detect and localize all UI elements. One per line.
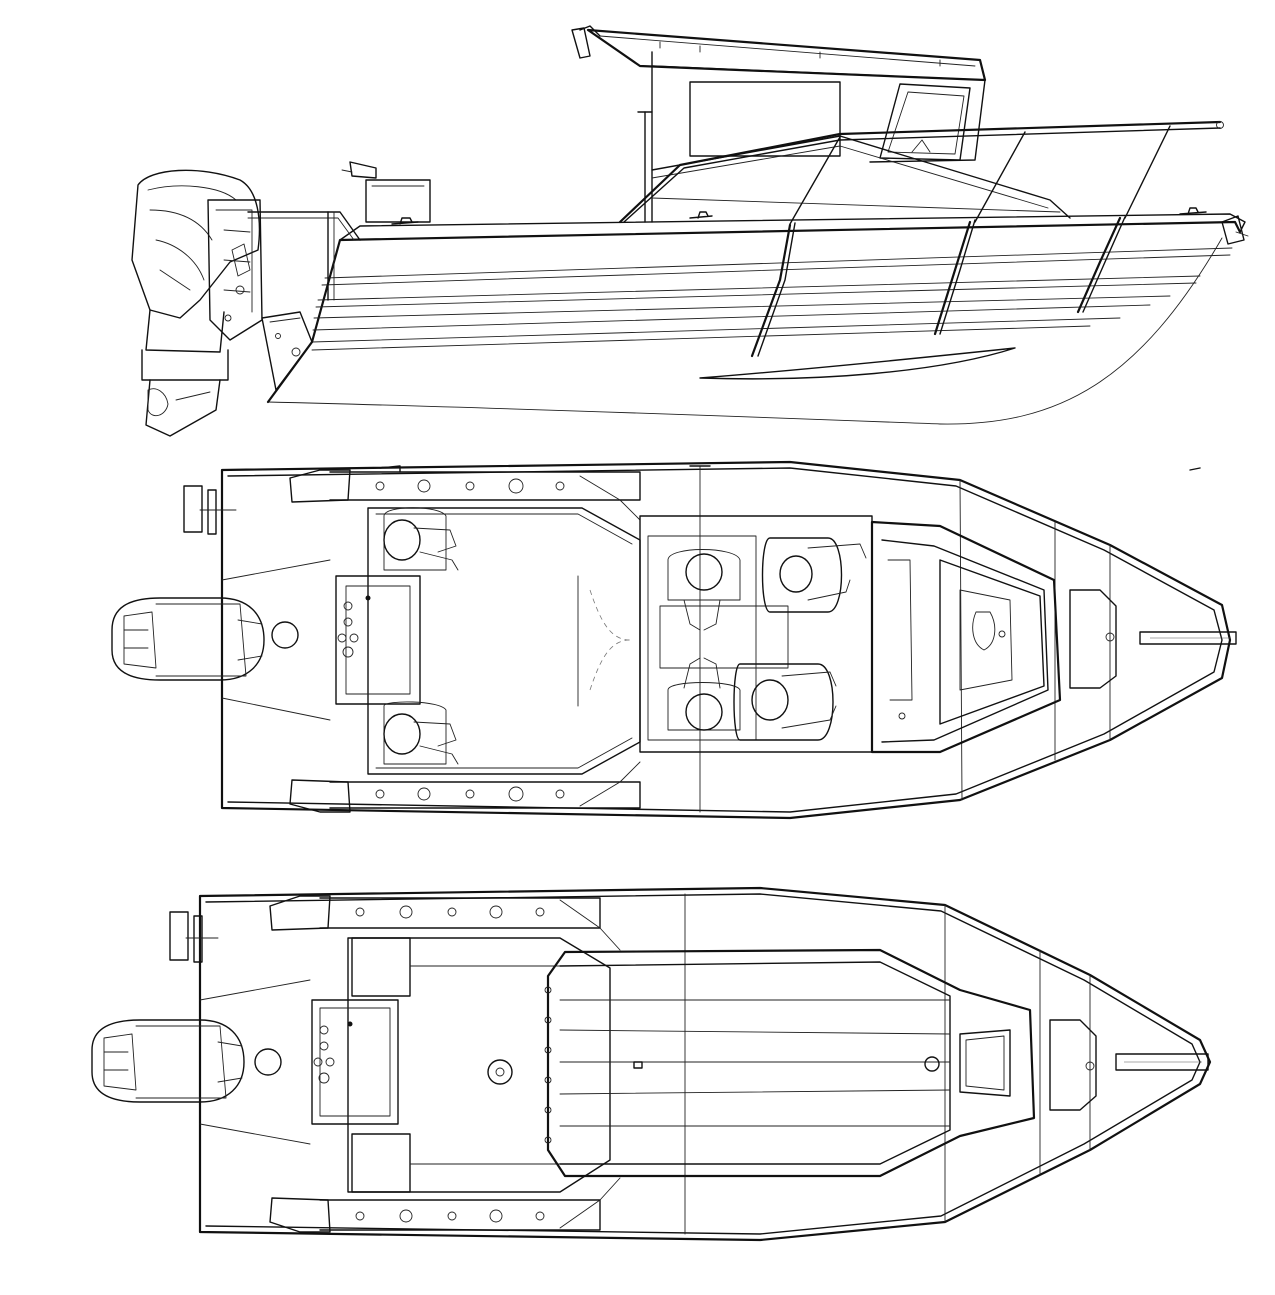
plan-view-deck	[92, 888, 1210, 1240]
figure-helm-2	[734, 664, 836, 740]
seated-figures-plan	[384, 508, 866, 764]
plan-view-seating	[112, 462, 1236, 818]
gunwales-plan	[290, 466, 1200, 812]
outboard-motor-side	[132, 170, 262, 436]
figure-helm-1	[763, 538, 867, 612]
hull-side	[262, 214, 1248, 424]
gunwales-plan2	[270, 896, 620, 1232]
figure-aft-port	[384, 702, 458, 764]
foredeck-cover-plan2	[545, 950, 1208, 1176]
cockpit-plan2	[348, 938, 610, 1192]
outboard-motor-plan	[112, 598, 264, 680]
outboard-motor-plan2	[92, 1020, 244, 1102]
transom-plan	[184, 470, 420, 808]
console-plan	[640, 516, 1236, 752]
figure-table-1	[668, 550, 740, 631]
cabin-side	[392, 26, 1224, 224]
figure-aft-starboard	[384, 508, 458, 570]
figure-table-2	[668, 658, 740, 730]
cockpit-plan	[368, 508, 640, 774]
transom-plan2	[170, 896, 398, 1232]
hull-plan-outline	[222, 462, 1230, 818]
aft-seat-side	[248, 162, 430, 300]
side-profile-view	[132, 26, 1248, 436]
